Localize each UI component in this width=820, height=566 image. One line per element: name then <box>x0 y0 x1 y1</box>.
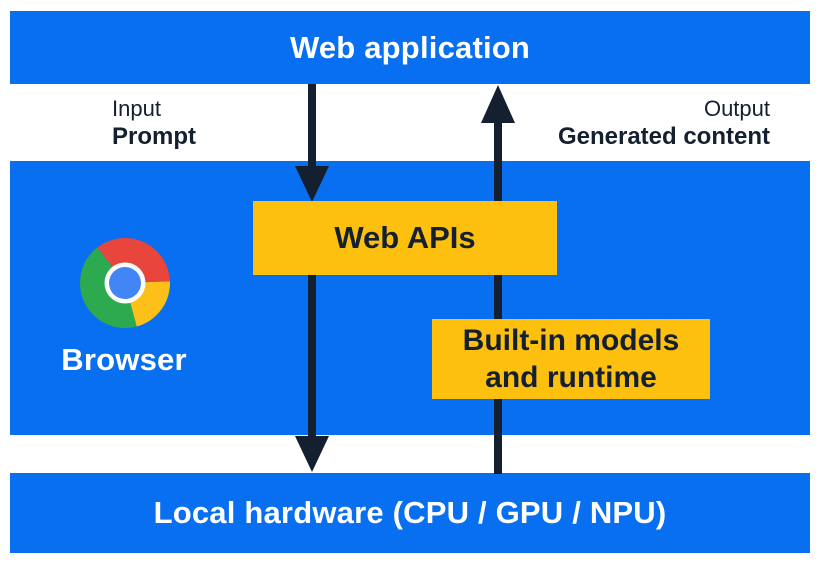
web-apis-box: Web APIs <box>253 201 557 275</box>
output-flow-labels: Output Generated content <box>558 95 770 152</box>
input-value: Prompt <box>112 123 196 150</box>
output-value: Generated content <box>557 123 770 150</box>
web-application-layer: Web application <box>10 11 810 84</box>
builtin-models-line1: Built-in models <box>462 324 680 357</box>
local-hardware-layer: Local hardware (CPU / GPU / NPU) <box>10 473 810 553</box>
web-apis-label: Web APIs <box>334 220 476 255</box>
builtin-models-line2: and runtime <box>485 361 657 394</box>
output-label: Output <box>703 96 770 121</box>
builtin-models-box: Built-in models and runtime <box>432 319 710 399</box>
input-flow-labels: Input Prompt <box>112 95 196 152</box>
input-label: Input <box>112 96 161 121</box>
web-application-label: Web application <box>289 29 531 65</box>
chrome-browser-icon <box>80 238 170 329</box>
browser-label: Browser <box>61 342 187 377</box>
local-hardware-label: Local hardware (CPU / GPU / NPU) <box>153 495 667 530</box>
